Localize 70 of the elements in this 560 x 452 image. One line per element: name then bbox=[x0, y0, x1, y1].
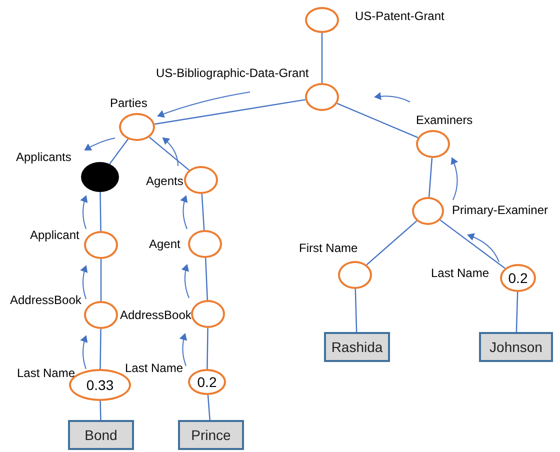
node-circle bbox=[188, 230, 222, 258]
node-circle bbox=[188, 369, 226, 395]
leaf-box bbox=[324, 332, 390, 362]
node-label: First Name bbox=[299, 241, 358, 255]
leaf-box bbox=[479, 332, 553, 362]
leaf-box bbox=[68, 420, 134, 450]
connector-line bbox=[205, 258, 208, 300]
curved-arrow bbox=[374, 92, 410, 102]
filled-node-circle bbox=[81, 162, 119, 192]
node-label: Applicants bbox=[16, 150, 72, 164]
curved-arrow bbox=[80, 265, 88, 300]
curved-arrow bbox=[157, 92, 250, 118]
node-label: Agents bbox=[146, 174, 184, 188]
curved-arrow bbox=[182, 264, 190, 298]
node-label: US-Patent-Grant bbox=[355, 9, 444, 23]
node-circle bbox=[84, 301, 118, 329]
node-circle bbox=[305, 7, 339, 33]
node-value: Bond bbox=[84, 427, 118, 443]
connector-line bbox=[440, 220, 506, 269]
connector-line bbox=[100, 259, 102, 301]
connector-line bbox=[516, 292, 518, 332]
node-circle bbox=[191, 300, 225, 328]
curved-arrow bbox=[84, 138, 116, 150]
node-label: Last Name bbox=[431, 266, 490, 280]
curved-arrow bbox=[450, 157, 458, 200]
connector-line bbox=[206, 328, 208, 370]
node-value: Prince bbox=[191, 427, 231, 443]
connector-line bbox=[207, 394, 210, 420]
connector-line bbox=[428, 158, 433, 198]
curved-arrow bbox=[80, 335, 88, 370]
node-circle bbox=[500, 264, 536, 292]
node-value: Rashida bbox=[331, 339, 383, 355]
node-label: US-Bibliographic-Data-Grant bbox=[156, 66, 309, 80]
node-label: Last Name bbox=[125, 361, 184, 375]
node-label: AddressBook bbox=[10, 293, 82, 307]
connector-line bbox=[201, 194, 205, 230]
node-label: Applicant bbox=[30, 228, 80, 242]
node-value: 0.2 bbox=[508, 270, 528, 286]
node-circle bbox=[338, 261, 372, 289]
connector-line bbox=[100, 192, 102, 231]
curved-arrow bbox=[180, 195, 188, 230]
leaf-box bbox=[178, 420, 244, 450]
node-label: Last Name bbox=[17, 366, 76, 380]
connector-line bbox=[100, 400, 102, 420]
node-circle bbox=[184, 166, 218, 194]
node-circle bbox=[412, 197, 444, 225]
node-circle bbox=[84, 231, 118, 259]
curved-arrow bbox=[80, 195, 88, 230]
node-circle bbox=[416, 130, 450, 158]
connector-line bbox=[148, 136, 190, 171]
node-label: Agent bbox=[149, 237, 180, 251]
connector-line bbox=[109, 138, 128, 164]
node-circle bbox=[305, 83, 339, 111]
connector-line bbox=[354, 288, 358, 332]
node-label: Examiners bbox=[416, 113, 473, 127]
node-value: 0.2 bbox=[197, 374, 217, 390]
connector-line bbox=[100, 329, 102, 369]
curved-arrow bbox=[162, 137, 178, 166]
node-label: Parties bbox=[110, 96, 148, 110]
node-value: Johnson bbox=[490, 339, 542, 355]
node-circle bbox=[119, 113, 155, 141]
connector-line bbox=[154, 99, 306, 125]
connector-line bbox=[336, 102, 418, 138]
node-label: Primary-Examiner bbox=[452, 203, 548, 217]
connector-line bbox=[321, 33, 323, 83]
curved-arrow bbox=[180, 333, 188, 366]
connector-line bbox=[366, 220, 418, 266]
node-value: 0.33 bbox=[86, 377, 114, 393]
curved-arrow bbox=[467, 233, 500, 262]
node-label: AddressBook bbox=[120, 308, 192, 322]
